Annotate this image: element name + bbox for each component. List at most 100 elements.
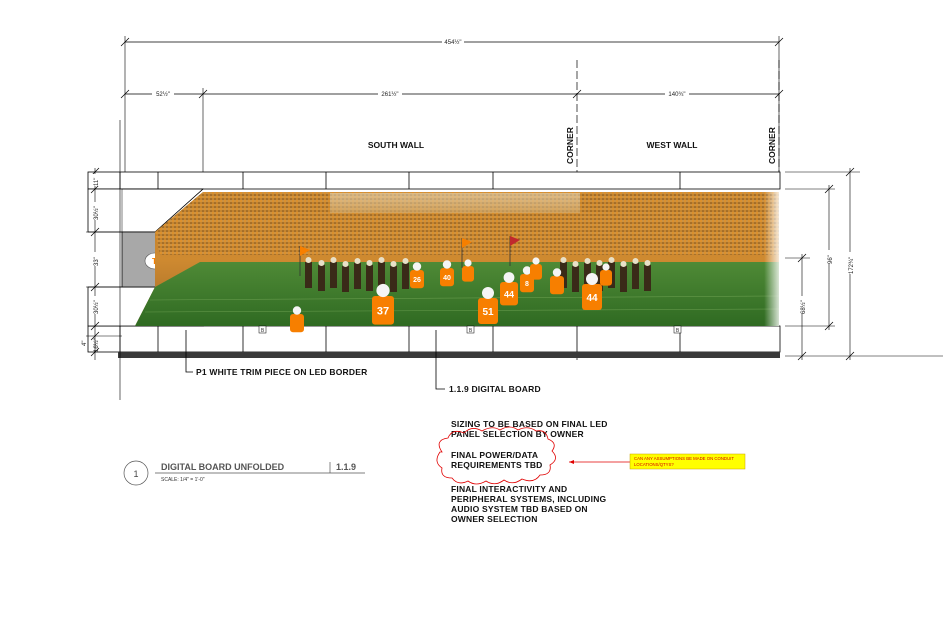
- band-hat: [378, 257, 385, 263]
- player-helmet: [292, 306, 302, 315]
- band-member: [390, 266, 397, 292]
- height-board-label: 96": [828, 255, 834, 264]
- note-line: FINAL INTERACTIVITY AND: [451, 484, 567, 494]
- band-hat: [644, 260, 651, 266]
- height-total-label: 172¾": [849, 257, 855, 274]
- player-helmet: [532, 257, 540, 265]
- flag: [300, 246, 310, 256]
- section-marker: B: [469, 328, 473, 334]
- players-group: 37 51 44 44 26 40 8: [290, 236, 651, 333]
- note-line: SIZING TO BE BASED ON FINAL LED: [451, 419, 608, 429]
- section-markers: B B B: [258, 325, 682, 334]
- note-line: AUDIO SYSTEM TBD BASED ON: [451, 504, 588, 514]
- band-member: [644, 265, 651, 291]
- left-bottom-b-label: 16½": [93, 338, 100, 352]
- review-comment-box: CAN ANY ASSUMPTIONS BE MADE ON CONDUIT L…: [629, 453, 746, 470]
- band-member: [342, 266, 349, 292]
- band-hat: [342, 261, 349, 267]
- player-helmet: [376, 283, 390, 298]
- trim-callout-label: P1 WHITE TRIM PIECE ON LED BORDER: [196, 367, 367, 377]
- band-member: [354, 263, 361, 289]
- view-title: DIGITAL BOARD UNFOLDED: [161, 462, 285, 472]
- right-dimensions: 172¾" 96" 68½": [785, 167, 943, 361]
- comment-line: CAN ANY ASSUMPTIONS BE MADE ON CONDUIT: [634, 456, 734, 461]
- player-jersey: [372, 296, 394, 325]
- jersey-number: 37: [377, 306, 389, 318]
- jersey-number: 51: [482, 307, 494, 318]
- band-hat: [572, 261, 579, 267]
- jersey-number: 40: [443, 275, 451, 282]
- player-helmet: [602, 263, 610, 271]
- flag: [462, 238, 472, 248]
- player-helmet: [552, 268, 562, 277]
- player-jersey: [440, 268, 454, 287]
- player-helmet: [412, 262, 422, 271]
- player-jersey: [582, 284, 602, 310]
- title-block: 1 DIGITAL BOARD UNFOLDED 1.1.9 SCALE: 1/…: [123, 460, 365, 486]
- band-member: [572, 266, 579, 292]
- segment-dimensions: 52½" 261½" 140¾": [120, 88, 784, 180]
- jersey-number: 44: [586, 293, 598, 304]
- player-jersey: [500, 282, 518, 306]
- board-frame: [87, 120, 781, 400]
- flag: [510, 236, 520, 246]
- band-hat: [584, 258, 591, 264]
- player-jersey: [478, 298, 498, 324]
- player-jersey: [520, 274, 534, 293]
- player-helmet: [482, 287, 494, 299]
- left-dimensions: 11" 30½" 33" 30½" 4" 16½": [82, 167, 122, 360]
- band-member: [366, 265, 373, 291]
- band-member: [330, 262, 337, 288]
- band-member: [632, 263, 639, 289]
- band-member: [596, 265, 603, 291]
- section-marker: B: [261, 328, 265, 334]
- note-line: PANEL SELECTION BY OWNER: [451, 429, 584, 439]
- band-member: [402, 263, 409, 289]
- note-line: FINAL POWER/DATA: [451, 450, 538, 460]
- revision-cloud: [436, 426, 556, 485]
- note-line: PERIPHERAL SYSTEMS, INCLUDING: [451, 494, 607, 504]
- band-hat: [620, 261, 627, 267]
- corner-label-1: CORNER: [565, 127, 575, 164]
- note-line: REQUIREMENTS TBD: [451, 460, 543, 470]
- note-line: OWNER SELECTION: [451, 514, 538, 524]
- band-member: [560, 262, 567, 288]
- board-callout-label: 1.1.9 DIGITAL BOARD: [449, 384, 541, 394]
- band-member: [318, 265, 325, 291]
- band-hat: [330, 257, 337, 263]
- trim-callout: P1 WHITE TRIM PIECE ON LED BORDER: [185, 330, 367, 377]
- band-hat: [560, 257, 567, 263]
- south-wall-label: SOUTH WALL: [368, 140, 424, 150]
- band-member: [305, 262, 312, 288]
- jersey-number: 8: [525, 281, 529, 288]
- left-upper-label: 30½": [93, 206, 100, 220]
- view-number: 1: [133, 469, 138, 479]
- band-hat: [366, 260, 373, 266]
- player-jersey: [462, 266, 474, 282]
- general-notes: SIZING TO BE BASED ON FINAL LED PANEL SE…: [451, 419, 608, 524]
- player-jersey: [530, 264, 542, 280]
- corner-label-2: CORNER: [767, 127, 777, 164]
- board-callout: 1.1.9 DIGITAL BOARD: [435, 330, 541, 394]
- left-bottom-a-label: 4": [82, 341, 88, 346]
- band-hat: [318, 260, 325, 266]
- sheet-reference: 1.1.9: [336, 462, 356, 472]
- comment-line: LOCATIONS/QTYS?: [634, 462, 674, 467]
- south-segment-label: 261½": [381, 91, 398, 98]
- player-helmet: [522, 266, 532, 275]
- left-lower-label: 30½": [93, 300, 100, 314]
- player-jersey: [290, 314, 304, 333]
- west-segment-label: 140¾": [668, 92, 685, 98]
- left-segment-label: 52½": [156, 91, 170, 98]
- scale-label: SCALE: 1/4" = 1'-0": [161, 477, 205, 483]
- player-helmet: [464, 259, 472, 267]
- jersey-number: 44: [504, 289, 514, 299]
- band-member: [378, 262, 385, 288]
- jersey-number: 26: [413, 277, 421, 284]
- band-hat: [608, 257, 615, 263]
- height-lower-label: 68½": [800, 300, 807, 314]
- player-jersey: [410, 270, 424, 289]
- player-helmet: [442, 260, 452, 269]
- band-hat: [390, 261, 397, 267]
